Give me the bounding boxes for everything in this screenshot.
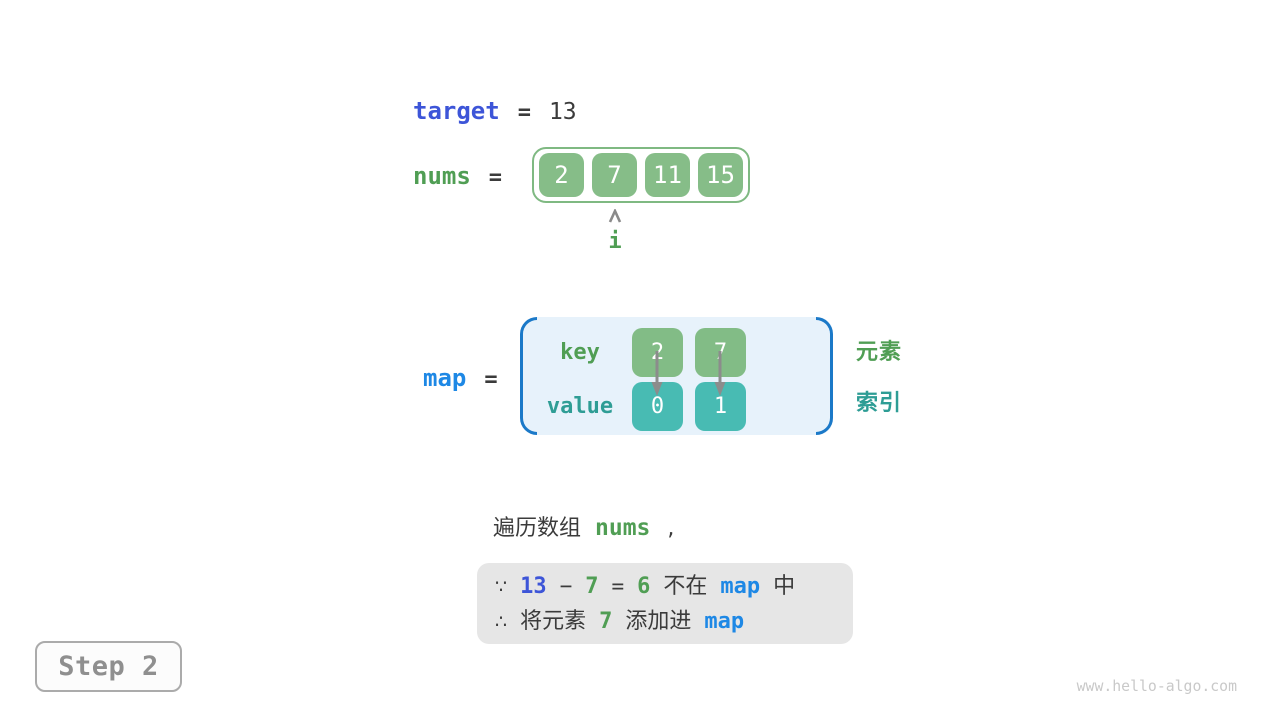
nums-array: 2 7 11 15 (532, 147, 750, 203)
values-annotation: 索引 (856, 391, 903, 416)
map-key-label: key (560, 340, 600, 365)
array-cell: 15 (698, 153, 743, 197)
map-row: map = (423, 364, 498, 394)
pointer-up-icon (607, 207, 623, 228)
arrow-down-icon (651, 351, 663, 400)
step-badge: Step 2 (35, 641, 182, 692)
map-variable-label: map (423, 364, 467, 392)
map-reference: map (704, 609, 745, 634)
minuend-value: 13 (520, 574, 547, 599)
note-line-2: ∴ 将元素 7 添加进 map (495, 604, 853, 640)
difference-value: 6 (637, 574, 651, 599)
caption-code: nums (595, 515, 651, 541)
equals-sign: = (611, 574, 625, 598)
target-variable-label: target (413, 97, 500, 125)
map-value-cell: 1 (695, 382, 746, 431)
keys-annotation: 元素 (856, 340, 903, 365)
because-symbol: ∵ (495, 576, 508, 598)
nums-row: nums = (413, 162, 502, 192)
element-value: 7 (599, 609, 613, 634)
in-suffix-text: 中 (773, 574, 796, 599)
arrow-down-icon (714, 351, 726, 400)
not-in-text: 不在 (663, 574, 708, 599)
note-line-1: ∵ 13 − 7 = 6 不在 map 中 (495, 568, 853, 604)
map-value-label: value (546, 394, 614, 419)
note-box: ∵ 13 − 7 = 6 不在 map 中 ∴ 将元素 7 添加进 map (477, 563, 853, 644)
minus-sign: − (559, 574, 573, 598)
map-reference: map (720, 574, 761, 599)
target-value: 13 (548, 99, 577, 125)
subtrahend-value: 7 (585, 574, 599, 599)
add-middle-text: 添加进 (625, 609, 692, 634)
caption-prefix: 遍历数组 (493, 516, 582, 541)
map-equals-sign: = (484, 367, 498, 392)
therefore-symbol: ∴ (495, 611, 508, 633)
add-prefix-text: 将元素 (520, 609, 587, 634)
nums-equals-sign: = (488, 165, 503, 190)
nums-variable-label: nums (413, 162, 471, 190)
target-equals-sign: = (517, 100, 531, 125)
array-cell: 11 (645, 153, 690, 197)
array-cell: 2 (539, 153, 584, 197)
array-cell: 7 (592, 153, 637, 197)
target-row: target = 13 (413, 97, 577, 127)
caption-suffix: , (667, 516, 675, 541)
right-bracket-icon (816, 317, 833, 435)
index-pointer-label: i (608, 229, 622, 254)
caption-line: 遍历数组 nums , (493, 514, 674, 543)
watermark: www.hello-algo.com (1076, 678, 1237, 695)
